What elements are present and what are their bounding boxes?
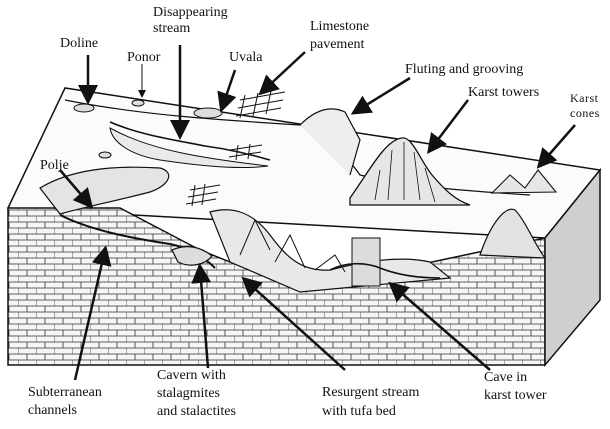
label-cave-2: karst tower xyxy=(484,388,547,403)
arrow-cavern xyxy=(191,263,212,369)
label-limestone-pavement-1: Limestone xyxy=(310,19,370,34)
cave-tower-shape xyxy=(351,237,381,287)
karst-cones-shape xyxy=(490,169,558,194)
label-cavern-3: and stalactites xyxy=(157,404,236,419)
label-polje: Polje xyxy=(40,158,69,173)
label-subterranean-2: channels xyxy=(28,403,77,418)
escarpment xyxy=(299,108,361,176)
resurgent-stream-path xyxy=(329,262,441,279)
small-doline xyxy=(98,151,112,159)
label-karst-cones-2: cones xyxy=(570,106,600,120)
arrow-resurgent xyxy=(241,276,346,371)
label-disappearing-stream-2: stream xyxy=(153,21,191,36)
label-cavern-1: Cavern with xyxy=(157,368,226,383)
arrow-cave xyxy=(388,281,491,371)
cavern-shape xyxy=(171,246,213,266)
uvala-shape xyxy=(193,107,223,119)
ponor-shape xyxy=(131,99,145,107)
label-limestone-pavement-2: pavement xyxy=(310,37,365,52)
doline-shape xyxy=(73,103,95,113)
stream-valley xyxy=(109,127,269,169)
label-karst-cones-1: Karst xyxy=(570,91,599,105)
label-ponor: Ponor xyxy=(127,50,161,65)
label-doline: Doline xyxy=(60,36,99,51)
label-uvala: Uvala xyxy=(229,50,263,65)
label-subterranean-1: Subterranean xyxy=(28,385,102,400)
polje-depression xyxy=(39,166,170,215)
tower-fluting xyxy=(374,142,436,203)
arrows xyxy=(59,45,576,381)
disappearing-stream xyxy=(109,121,271,161)
arrow-cones xyxy=(536,124,576,169)
label-fluting: Fluting and grooving xyxy=(405,62,524,77)
label-karst-towers: Karst towers xyxy=(468,85,540,100)
block-right-face xyxy=(544,167,601,368)
lower-karst-tower xyxy=(479,208,547,259)
arrow-polje xyxy=(59,169,94,209)
label-resurgent-2: with tufa bed xyxy=(322,404,396,419)
label-cavern-2: stalagmites xyxy=(157,386,220,401)
arrow-pavement xyxy=(258,51,306,96)
label-disappearing-stream-1: Disappearing xyxy=(153,5,228,20)
karst-tower-shape xyxy=(349,137,471,206)
label-resurgent-1: Resurgent stream xyxy=(322,385,420,400)
limestone-pavement-grid xyxy=(235,90,286,119)
arrow-uvala xyxy=(217,69,237,113)
arrow-subterranean xyxy=(73,245,112,381)
pavement-grid-3 xyxy=(228,143,263,161)
arrow-towers xyxy=(426,99,469,154)
pavement-grid-2 xyxy=(185,183,221,207)
label-cave-1: Cave in xyxy=(484,370,528,385)
arrow-fluting xyxy=(350,76,411,115)
